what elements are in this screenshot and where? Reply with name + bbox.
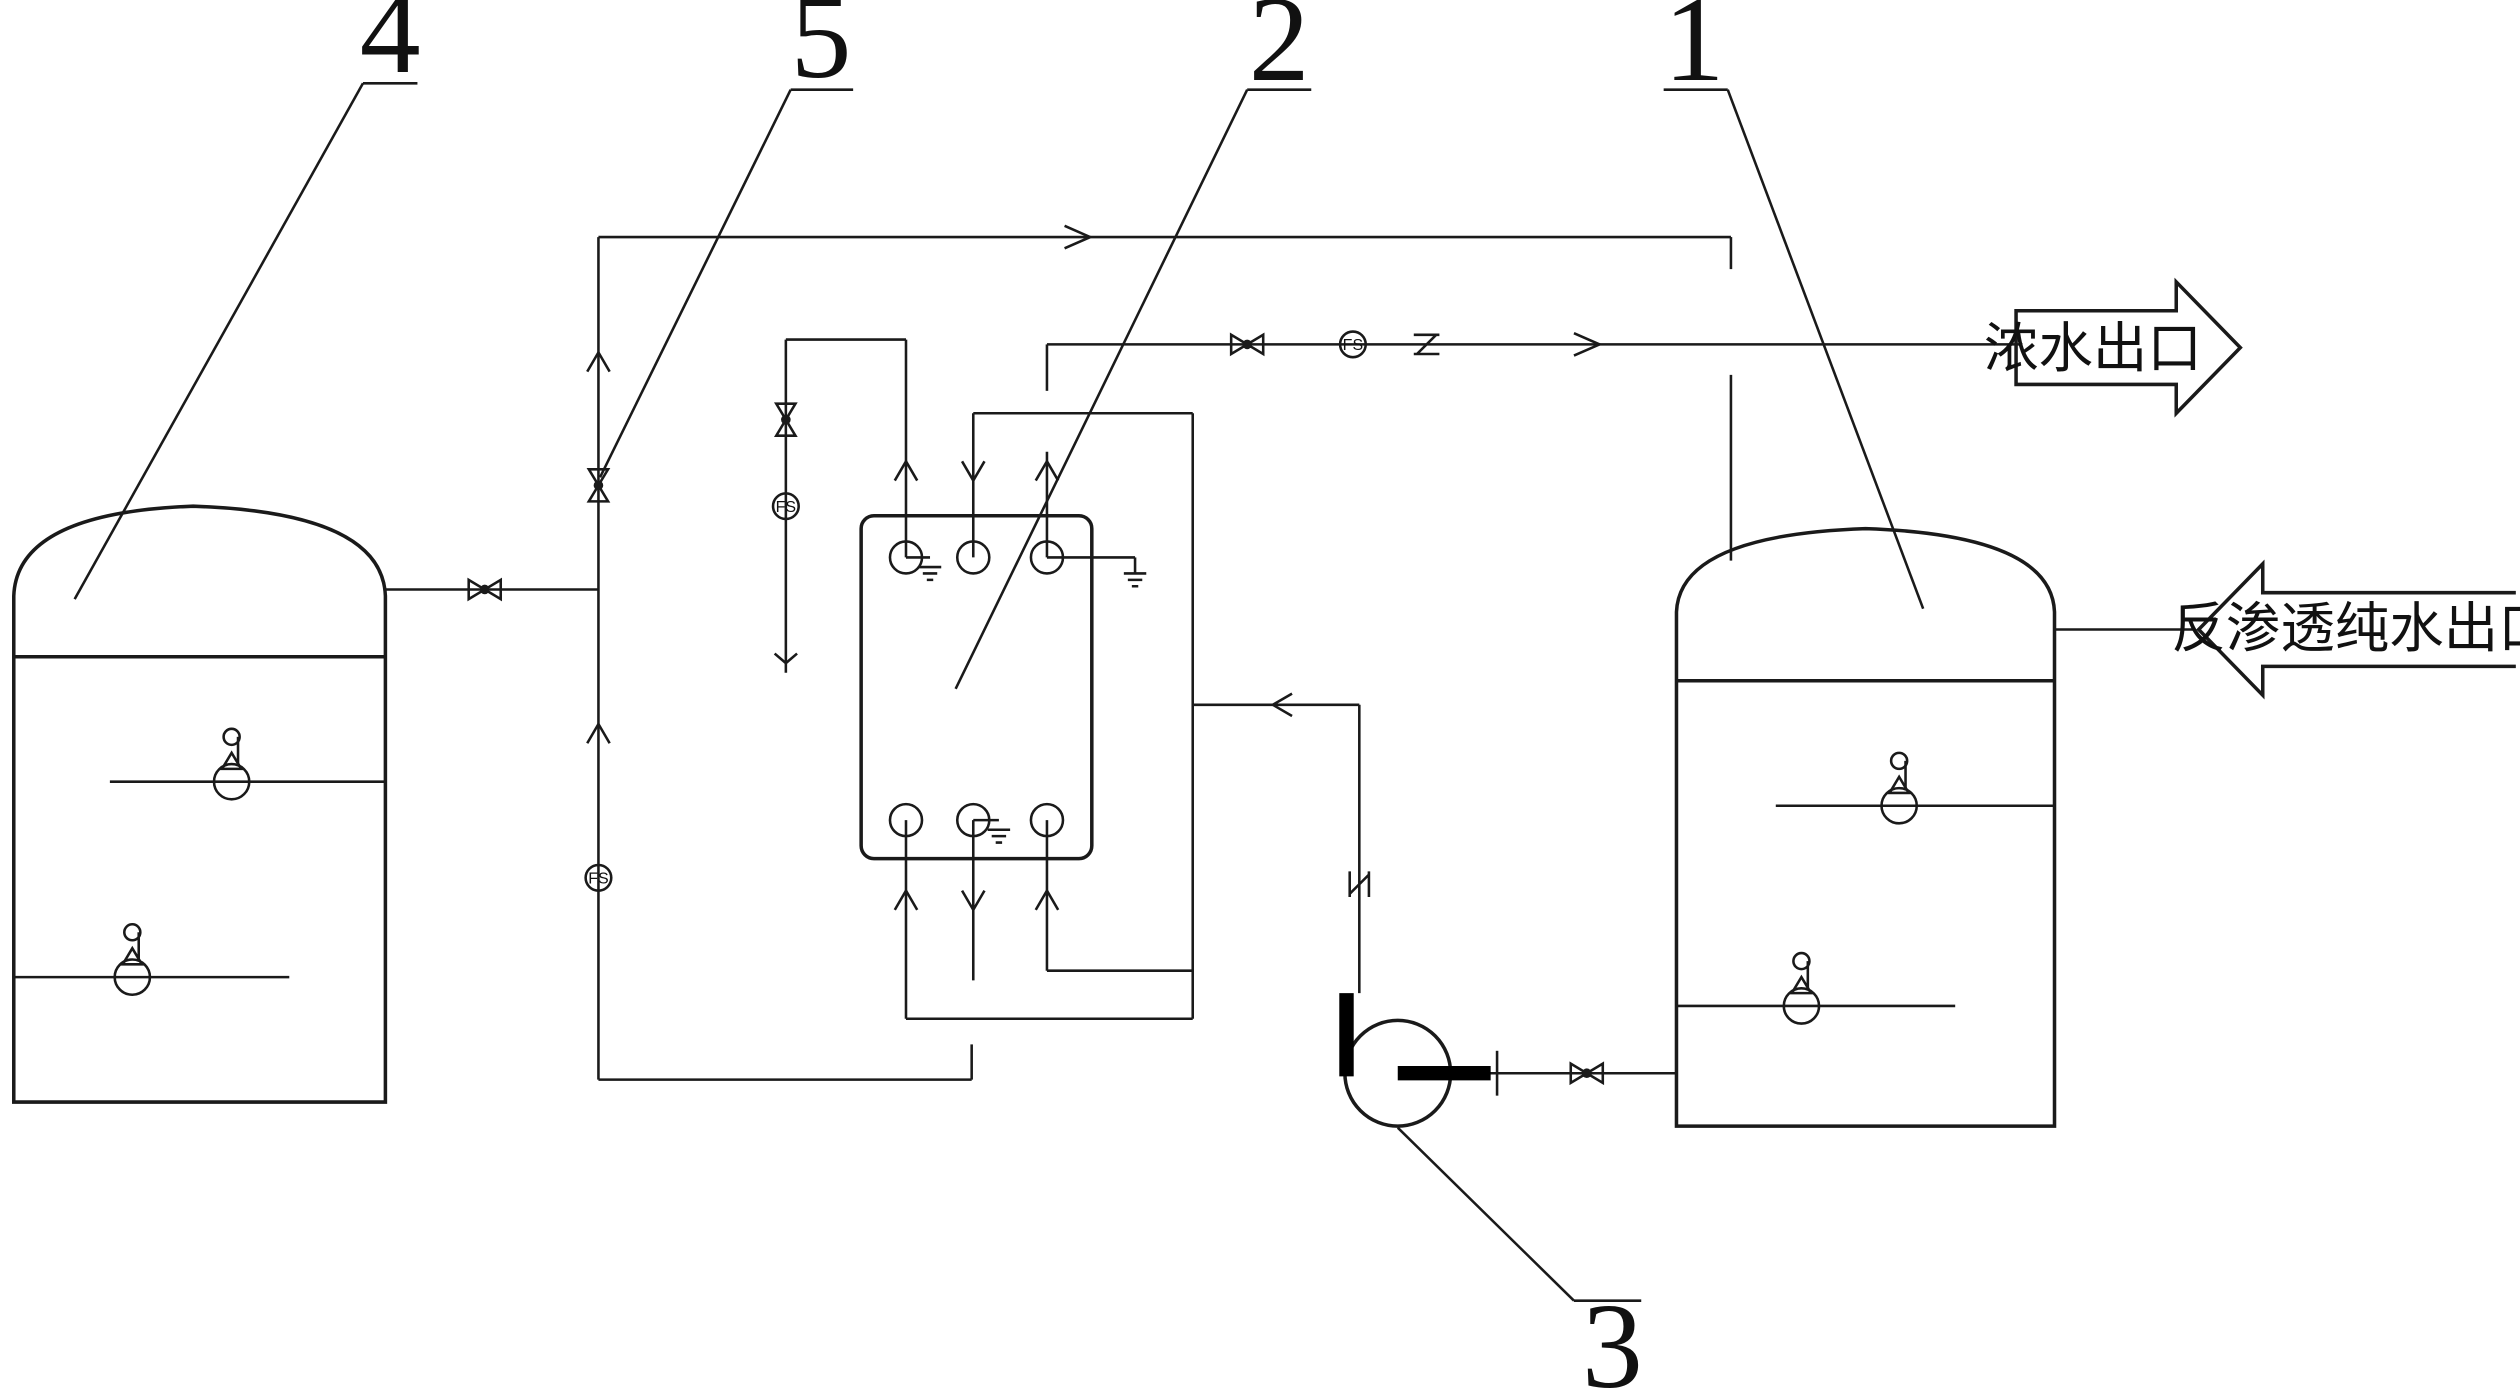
level-switch-icon xyxy=(212,727,251,801)
ground-icon xyxy=(986,828,1012,844)
flow-switch-icon xyxy=(584,863,613,892)
tank-1 xyxy=(1674,526,2057,1128)
piping: FS FS FS xyxy=(385,235,2023,1085)
label-3: 3 xyxy=(1582,1280,1643,1400)
check-valve-icon xyxy=(1348,871,1371,898)
reference-labels: 4 5 2 1 3 xyxy=(73,0,1925,1400)
concentrate-outlet-label: 浓水出口 xyxy=(1984,316,2202,380)
label-4: 4 xyxy=(360,0,421,99)
ground-icon xyxy=(917,565,943,582)
ground-icon xyxy=(1122,572,1148,588)
level-switch-icon xyxy=(1782,951,1821,1025)
label-2: 2 xyxy=(1249,0,1310,107)
level-switch-icon xyxy=(113,922,152,997)
level-switch-icon xyxy=(1880,751,1919,825)
label-5: 5 xyxy=(791,0,852,104)
pump-3 xyxy=(1339,993,1499,1128)
svg-text:FS: FS xyxy=(1343,337,1363,354)
concentrate-outlet-arrow: 浓水出口 xyxy=(1984,277,2243,418)
svg-text:FS: FS xyxy=(588,870,608,887)
flow-switch-icon xyxy=(1338,330,1368,359)
flow-arrows xyxy=(586,224,1603,913)
svg-text:FS: FS xyxy=(776,499,796,516)
module-2 xyxy=(859,514,1148,861)
flow-switch-icon xyxy=(771,492,800,521)
tank-4 xyxy=(12,504,388,1104)
check-valve-icon xyxy=(1413,333,1440,356)
permeate-inlet-label: 反渗透纯水出口 xyxy=(2171,596,2520,660)
permeate-inlet-arrow: 反渗透纯水出口 xyxy=(2054,559,2520,700)
label-1: 1 xyxy=(1664,0,1725,107)
